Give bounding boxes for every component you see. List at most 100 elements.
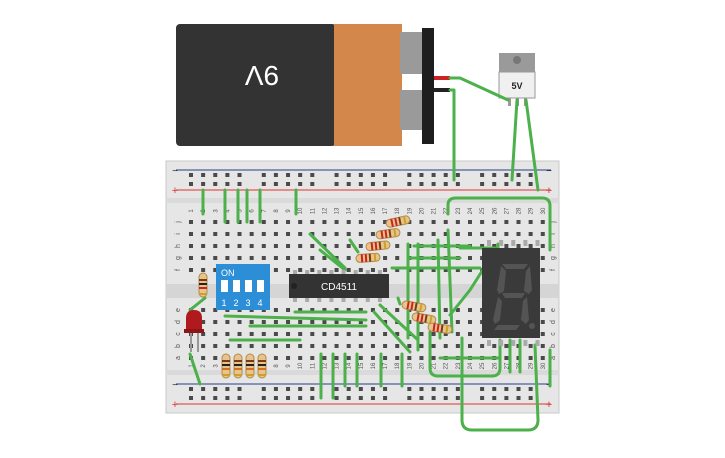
chip-label: CD4511 — [321, 282, 357, 293]
row-label: j — [550, 221, 557, 224]
display-pin-top — [499, 240, 504, 246]
battery-clip — [422, 28, 434, 144]
chip-pin — [305, 270, 310, 274]
display-pin-top — [535, 240, 540, 246]
column-label: 12 — [322, 362, 328, 369]
column-label: 19 — [407, 207, 413, 214]
chip-body — [289, 274, 389, 298]
dip-switch[interactable]: ON 1 2 3 4 — [216, 264, 270, 310]
seven-segment-display[interactable] — [482, 240, 540, 346]
battery-cap — [334, 24, 402, 146]
chip-pin — [365, 270, 370, 274]
row-label: a — [550, 356, 557, 360]
dip-toggle-3[interactable] — [245, 280, 252, 292]
column-label: 13 — [335, 207, 341, 214]
row-label: b — [175, 344, 182, 348]
column-label: 27 — [504, 207, 510, 214]
column-label: 28 — [517, 207, 523, 214]
column-label: 3 — [213, 364, 219, 368]
row-label: c — [550, 332, 557, 336]
wire-battery-positive — [448, 76, 510, 102]
column-label: 21 — [432, 362, 438, 369]
chip-pin — [341, 298, 346, 302]
ic-chip[interactable]: CD4511 — [289, 270, 389, 302]
column-label: 2 — [201, 364, 207, 368]
dip-position-3: 3 — [245, 298, 250, 308]
display-pin-bottom — [511, 340, 516, 346]
column-label: 18 — [395, 362, 401, 369]
column-label: 8 — [274, 364, 280, 368]
column-label: 6 — [250, 209, 256, 213]
chip-pin — [377, 298, 382, 302]
rail-minus-bottom-left: − — [172, 380, 178, 391]
column-label: 18 — [395, 207, 401, 214]
battery-terminal-positive — [400, 32, 422, 74]
rail-plus-bottom-left: + — [172, 399, 178, 411]
column-label: 26 — [492, 362, 498, 369]
column-label: 23 — [456, 362, 462, 369]
resistor-1 — [385, 215, 411, 228]
red-led[interactable] — [184, 310, 204, 352]
row-label: h — [175, 244, 182, 248]
chip-pin — [317, 270, 322, 274]
resistor-4 — [355, 252, 381, 263]
column-label: 21 — [432, 207, 438, 214]
column-label: 17 — [383, 362, 389, 369]
battery-9v[interactable]: 9V — [176, 24, 434, 146]
display-dp — [529, 323, 535, 329]
resistor-pulldown-2 — [233, 353, 243, 379]
column-label: 23 — [456, 207, 462, 214]
dip-toggle-1[interactable] — [221, 280, 228, 292]
column-label: 20 — [419, 362, 425, 369]
wire-regulator-ground — [510, 98, 519, 182]
battery-body — [176, 24, 336, 146]
chip-pin — [353, 270, 358, 274]
column-label: 25 — [480, 362, 486, 369]
row-label: b — [550, 344, 557, 348]
dip-position-1: 1 — [221, 298, 226, 308]
wire-battery-negative — [448, 88, 456, 182]
column-label: 7 — [262, 209, 268, 213]
row-label: f — [175, 269, 182, 271]
column-label: 1 — [189, 364, 195, 368]
column-label: 30 — [541, 362, 547, 369]
resistor-led — [198, 272, 208, 298]
column-label: 15 — [359, 207, 365, 214]
wire-regulator-output — [524, 98, 540, 192]
chip-pin — [293, 270, 297, 274]
display-pin-bottom — [523, 340, 528, 346]
column-label: 22 — [444, 362, 450, 369]
column-label: 29 — [529, 362, 535, 369]
column-label: 10 — [298, 207, 304, 214]
resistor-pulldown-3 — [245, 353, 255, 379]
resistor-3 — [365, 240, 391, 252]
display-pin-top — [523, 240, 528, 246]
column-label: 11 — [310, 207, 316, 214]
dip-toggle-4[interactable] — [257, 280, 264, 292]
rail-minus-top-right: − — [546, 166, 552, 177]
column-label: 27 — [504, 362, 510, 369]
row-label: i — [550, 233, 557, 235]
column-label: 14 — [347, 362, 353, 369]
display-pin-top — [511, 240, 516, 246]
column-label: 24 — [468, 362, 474, 369]
chip-pin — [305, 298, 310, 302]
column-label: 14 — [347, 207, 353, 214]
display-pin-bottom — [535, 340, 540, 346]
column-label: 10 — [298, 362, 304, 369]
column-label: 25 — [480, 207, 486, 214]
resistor-7 — [427, 322, 453, 334]
column-label: 11 — [310, 362, 316, 369]
row-label: i — [175, 233, 182, 235]
column-label: 12 — [322, 207, 328, 214]
dip-toggle-2[interactable] — [233, 280, 240, 292]
row-label: h — [550, 244, 557, 248]
resistors[interactable] — [198, 215, 453, 379]
column-label: 4 — [225, 209, 231, 213]
row-label: f — [550, 269, 557, 271]
resistor-pulldown-4 — [257, 353, 267, 379]
display-pin-top — [487, 240, 491, 246]
